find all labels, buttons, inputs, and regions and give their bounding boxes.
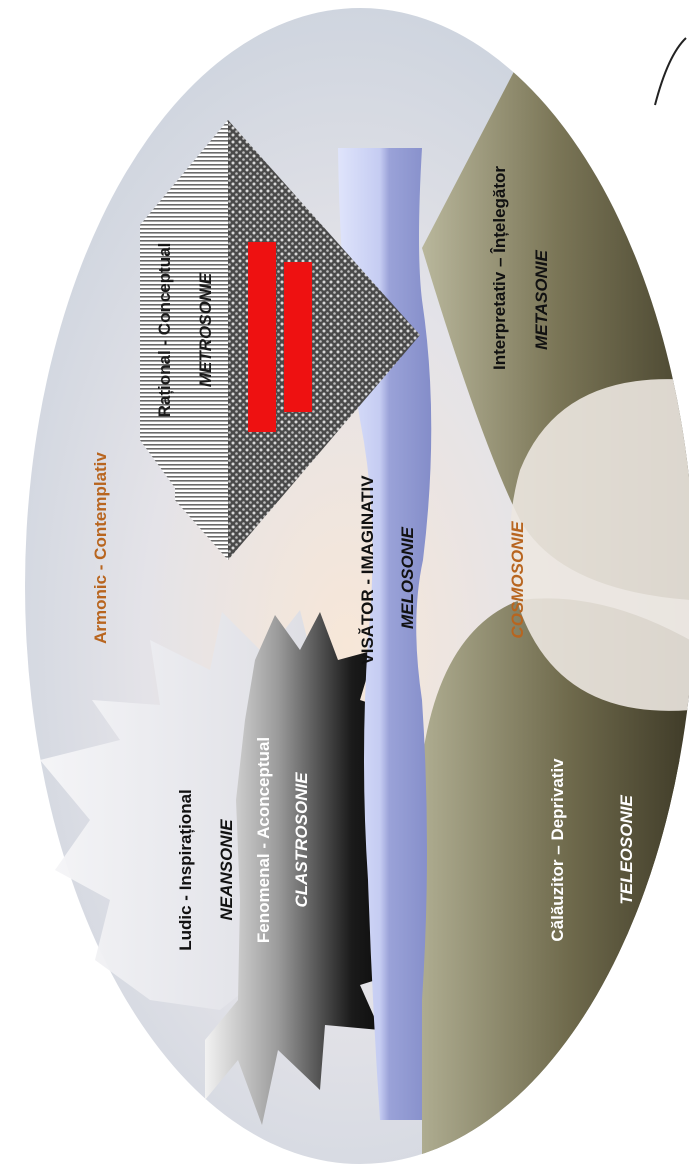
neansonie-label: NEANSONIE: [217, 819, 236, 921]
interpretativ-label: Interpretativ – Înțelegător: [490, 166, 509, 370]
red-box-1: [248, 242, 276, 432]
armonic-label: Armonic - Contemplativ: [91, 452, 110, 644]
calauzitor-label: Călăuzitor – Deprivativ: [548, 758, 567, 942]
metrosonie-label: METROSONIE: [196, 272, 215, 387]
edge-stroke: [654, 37, 687, 106]
rational-label: Rațional - Conceptual: [155, 243, 174, 418]
metrosonie-stripes-left: [140, 120, 228, 560]
teleosonie-label: TELEOSONIE: [617, 795, 636, 905]
clastrosonie-label: CLASTROSONIE: [292, 772, 311, 908]
cosmosonie-label: COSMOSONIE: [508, 521, 527, 639]
fenomenal-label: Fenomenal - Aconceptual: [254, 737, 273, 943]
melosonie-label: MELOSONIE: [398, 526, 417, 629]
red-box-2: [284, 262, 312, 412]
cosmosonie-bowl: [510, 379, 689, 711]
ludic-label: Ludic - Inspirațional: [176, 789, 195, 951]
visator-label: VISĂTOR - IMAGINATIV: [358, 475, 377, 665]
clastrosonie-star: [205, 612, 415, 1125]
metrosonie-triangle: [228, 120, 420, 560]
metasonie-label: METASONIE: [532, 249, 551, 349]
